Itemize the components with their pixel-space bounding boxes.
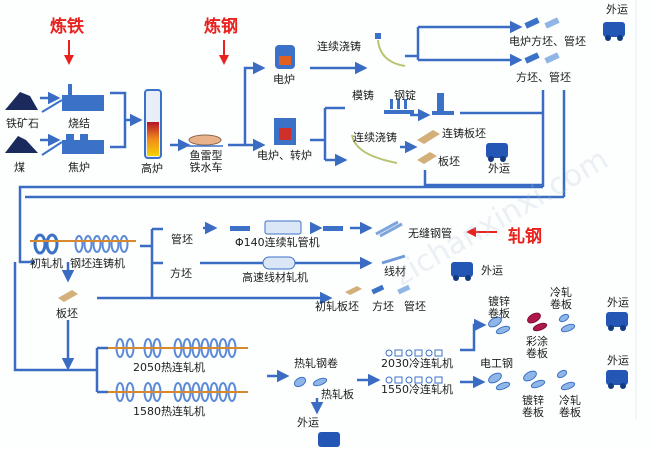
label-square-billet-out: 方坯 bbox=[372, 300, 394, 313]
label-electrical-steel: 电工钢 bbox=[480, 357, 513, 370]
bracket-to-bf bbox=[110, 91, 127, 149]
iron-ore-pile-icon bbox=[5, 92, 38, 110]
label-torpedo-car-1: 鱼雷型 bbox=[189, 149, 223, 162]
label-electric-furnace: 电炉 bbox=[273, 73, 295, 86]
truck-icon-right-bottom bbox=[606, 370, 628, 389]
label-hot-coil: 热轧钢卷 bbox=[294, 357, 338, 370]
seamless-pipe-icon bbox=[375, 220, 403, 238]
roughing-mill-icon bbox=[33, 233, 59, 255]
label-wire-mill: 高速线材轧机 bbox=[242, 271, 308, 284]
label-iron-ore: 铁矿石 bbox=[6, 117, 39, 130]
label-ship-out-top: 外运 bbox=[606, 3, 628, 16]
slab-icon-rolling bbox=[58, 290, 78, 302]
label-cold-coil-top: 冷轧卷板 bbox=[550, 286, 572, 311]
label-continuous-casting-mid: 连续浇铸 bbox=[353, 131, 397, 144]
wire-rod-icon bbox=[381, 254, 406, 265]
truck-icon-mid bbox=[486, 143, 508, 162]
electric-furnace-icon bbox=[275, 45, 295, 69]
label-seamless-pipe: 无缝钢管 bbox=[408, 227, 452, 240]
coil-products-top-icons bbox=[488, 312, 576, 335]
label-cold-mill-1550: 1550冷连轧机 bbox=[381, 383, 453, 396]
label-hot-mill-2050: 2050热连轧机 bbox=[133, 361, 205, 374]
billet-caster-icon bbox=[74, 235, 129, 253]
coil-products-bottom-icons bbox=[488, 369, 576, 391]
label-billet-caster: 钢坯连铸机 bbox=[70, 257, 125, 270]
label-sintering: 烧结 bbox=[68, 117, 90, 130]
label-eaf-billet-tube: 电炉方坯、管坯 bbox=[509, 35, 586, 48]
cold-mill-1550-icon bbox=[385, 376, 443, 384]
label-cast-slab: 连铸板坯 bbox=[442, 127, 486, 140]
label-ship-out-top-right: 外运 bbox=[607, 296, 629, 309]
tube-mill-icon bbox=[230, 220, 343, 235]
label-ship-out-wire: 外运 bbox=[481, 264, 503, 277]
product-billets-icon bbox=[345, 284, 411, 295]
label-galvanized-coil-top: 镀锌卷板 bbox=[488, 295, 510, 320]
stage-steelmaking: 炼钢 bbox=[204, 17, 238, 37]
billet-icons bbox=[524, 17, 560, 64]
arrow-to-eaf bbox=[228, 61, 266, 147]
blast-furnace-icon bbox=[144, 89, 162, 159]
label-rough-slab: 初轧板坯 bbox=[315, 300, 359, 313]
cold-mill-2030-icon bbox=[385, 349, 443, 357]
label-blast-furnace: 高炉 bbox=[141, 162, 163, 175]
label-galvanized-coil-bottom: 镀锌卷板 bbox=[522, 394, 544, 419]
stage-ironmaking: 炼铁 bbox=[50, 17, 84, 37]
hot-coil-icons bbox=[293, 376, 328, 388]
label-cold-mill-2030: 2030冷连轧机 bbox=[381, 357, 453, 370]
label-tube-billet-out: 管坯 bbox=[404, 300, 426, 313]
stage-rolling: 轧钢 bbox=[508, 227, 542, 247]
truck-icon-right-top bbox=[606, 312, 628, 331]
label-rolling-slab: 板坯 bbox=[56, 307, 78, 320]
label-continuous-casting-top: 连续浇铸 bbox=[317, 40, 361, 53]
label-steel-ingot: 钢锭 bbox=[394, 89, 416, 102]
truck-icon-wire bbox=[451, 262, 473, 281]
slab-casting-machine-icon bbox=[432, 93, 454, 115]
label-wire-rod: 线材 bbox=[384, 265, 406, 278]
label-cold-coil-bottom: 冷轧卷板 bbox=[559, 394, 581, 419]
label-ship-out-hot: 外运 bbox=[297, 416, 319, 429]
label-tube-mill: Φ140连续轧管机 bbox=[235, 236, 320, 249]
coal-pile-icon bbox=[5, 136, 38, 153]
label-billet-tube: 方坯、管坯 bbox=[516, 71, 571, 84]
label-eaf-converter: 电炉、转炉 bbox=[257, 149, 312, 162]
coke-oven-icon bbox=[41, 134, 104, 156]
label-coke-oven: 焦炉 bbox=[68, 161, 90, 174]
ingot-mould-icon bbox=[384, 99, 414, 114]
label-color-coated-coil: 彩涂卷板 bbox=[526, 335, 548, 360]
label-ingot-casting: 模铸 bbox=[352, 89, 374, 102]
truck-icon-top bbox=[603, 22, 625, 41]
continuous-caster-icon-top bbox=[375, 33, 406, 67]
label-slab: 板坯 bbox=[438, 155, 460, 168]
label-tube-billet: 管坯 bbox=[171, 233, 193, 246]
label-square-billet: 方坯 bbox=[170, 267, 192, 280]
label-hot-mill-1580: 1580热连轧机 bbox=[133, 405, 205, 418]
label-ship-out-bottom-right: 外运 bbox=[607, 354, 629, 367]
slab-icon bbox=[417, 130, 440, 164]
wire-mill-icon bbox=[262, 256, 296, 270]
label-coal: 煤 bbox=[14, 161, 25, 174]
converter-icon bbox=[274, 118, 296, 145]
truck-icon-hot bbox=[318, 432, 340, 447]
label-torpedo-car-2: 铁水车 bbox=[189, 161, 223, 174]
label-ship-out-mid: 外运 bbox=[488, 162, 510, 175]
torpedo-car-icon bbox=[187, 134, 223, 147]
sinter-plant-icon bbox=[41, 84, 104, 113]
label-hot-plate: 热轧板 bbox=[321, 388, 354, 401]
continuous-caster-icon-mid bbox=[351, 134, 398, 164]
label-roughing-mill: 初轧机 bbox=[30, 257, 63, 270]
